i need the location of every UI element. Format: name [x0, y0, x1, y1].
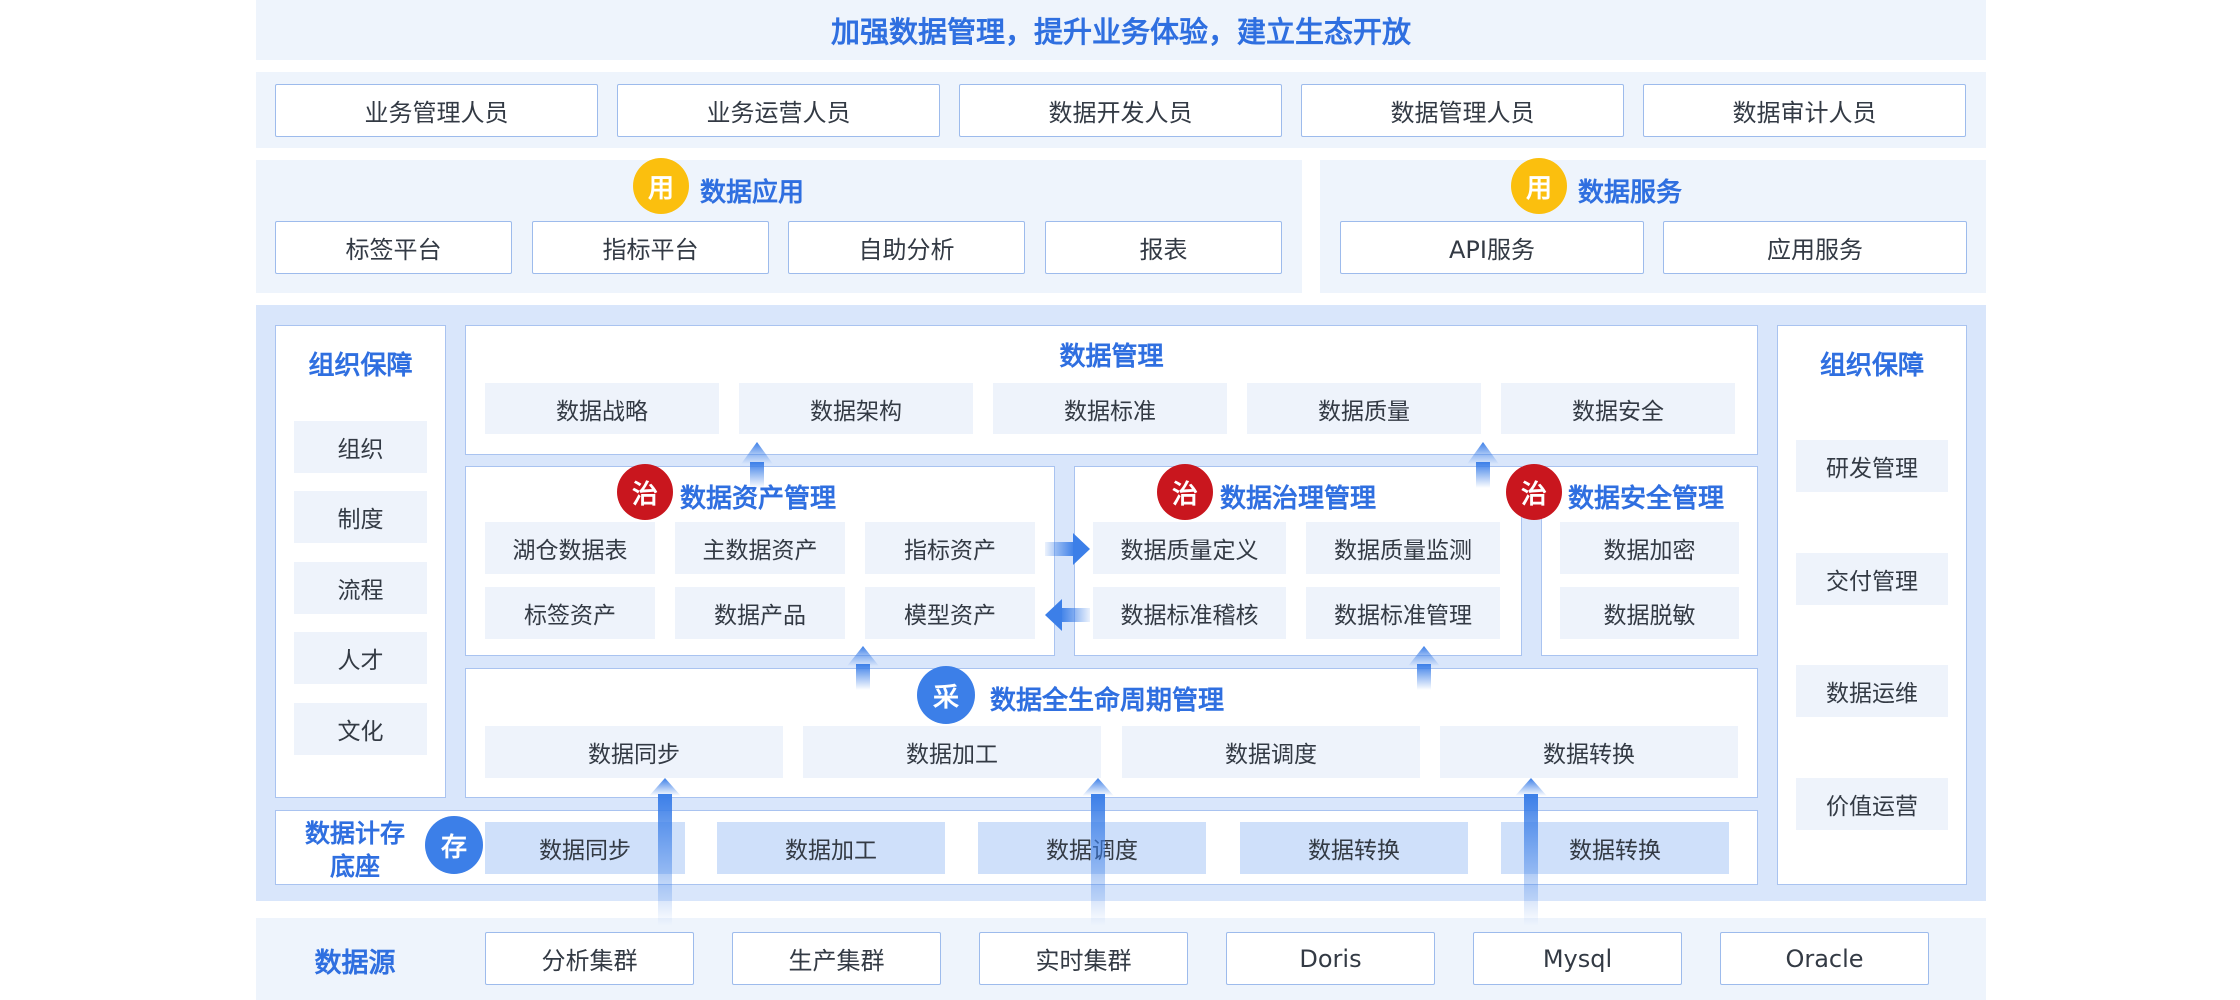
application-badge: 用: [633, 158, 689, 214]
org-right-title: 组织保障: [1819, 350, 1924, 381]
lifecycle-item: 数据同步: [485, 726, 783, 778]
lifecycle-item: 数据调度: [1122, 726, 1420, 778]
top-banner: 加强数据管理，提升业务体验，建立生态开放: [256, 0, 1986, 60]
storage-item: 数据同步: [485, 822, 685, 874]
role-box: 数据管理人员: [1301, 84, 1624, 137]
storage-title-line2: 底座: [329, 852, 380, 881]
lifecycle-item: 数据转换: [1440, 726, 1738, 778]
service-badge: 用: [1511, 158, 1567, 214]
role-box: 业务运营人员: [617, 84, 940, 137]
app-item: 指标平台: [532, 221, 769, 274]
collection-badge: 采: [917, 666, 975, 724]
role-box: 数据审计人员: [1643, 84, 1966, 137]
source-box: 实时集群: [979, 932, 1188, 985]
source-box: Oracle: [1720, 932, 1929, 985]
source-box: Mysql: [1473, 932, 1682, 985]
app-item: 自助分析: [788, 221, 1025, 274]
governance-item: 数据质量监测: [1306, 522, 1500, 574]
org-left-item: 文化: [294, 703, 427, 755]
org-right-item: 价值运营: [1796, 778, 1948, 830]
governance-badge: 治: [1157, 464, 1213, 520]
security-item: 数据脱敏: [1560, 587, 1739, 639]
asset-item: 指标资产: [865, 522, 1035, 574]
app-item: 标签平台: [275, 221, 512, 274]
storage-badge: 存: [425, 816, 483, 874]
asset-governance-badge: 治: [617, 464, 673, 520]
storage-item: 数据转换: [1240, 822, 1468, 874]
data-management-title: 数据管理: [1059, 341, 1164, 372]
security-management-title: 数据安全管理: [1568, 483, 1725, 514]
governance-item: 数据标准稽核: [1093, 587, 1286, 639]
app-item: 报表: [1045, 221, 1282, 274]
org-left-item: 制度: [294, 491, 427, 543]
asset-item: 数据产品: [675, 587, 845, 639]
org-left-item: 流程: [294, 562, 427, 614]
short-up-arrow-icon: [741, 442, 1499, 690]
security-badge: 治: [1506, 464, 1562, 520]
governance-item: 数据标准管理: [1306, 587, 1500, 639]
asset-item: 主数据资产: [675, 522, 845, 574]
data-sources-title: 数据源: [314, 947, 396, 979]
lifecycle-item: 数据加工: [803, 726, 1101, 778]
management-item: 数据质量: [1247, 383, 1481, 434]
service-item: API服务: [1340, 221, 1644, 274]
management-item: 数据战略: [485, 383, 719, 434]
org-left-item: 组织: [294, 421, 427, 473]
long-up-arrow-icon: [649, 778, 1547, 926]
source-box: Doris: [1226, 932, 1435, 985]
data-service-title: 数据服务: [1578, 177, 1683, 208]
role-box: 数据开发人员: [959, 84, 1282, 137]
security-item: 数据加密: [1560, 522, 1739, 574]
governance-item: 数据质量定义: [1093, 522, 1286, 574]
storage-item: 数据加工: [717, 822, 945, 874]
management-item: 数据标准: [993, 383, 1227, 434]
org-left-item: 人才: [294, 632, 427, 684]
lifecycle-title: 数据全生命周期管理: [990, 685, 1225, 716]
org-right-item: 研发管理: [1796, 440, 1948, 492]
management-item: 数据架构: [739, 383, 973, 434]
asset-item: 湖仓数据表: [485, 522, 655, 574]
source-box: 生产集群: [732, 932, 941, 985]
org-left-title: 组织保障: [308, 350, 413, 381]
org-right-item: 交付管理: [1796, 553, 1948, 605]
source-box: 分析集群: [485, 932, 694, 985]
org-right-item: 数据运维: [1796, 665, 1948, 717]
asset-item: 模型资产: [865, 587, 1035, 639]
asset-item: 标签资产: [485, 587, 655, 639]
data-application-title: 数据应用: [700, 177, 805, 208]
storage-item: 数据转换: [1501, 822, 1729, 874]
service-item: 应用服务: [1663, 221, 1967, 274]
asset-management-title: 数据资产管理: [680, 483, 837, 514]
management-item: 数据安全: [1501, 383, 1735, 434]
governance-management-title: 数据治理管理: [1220, 483, 1377, 514]
storage-title-line1: 数据计存: [304, 819, 405, 848]
horizontal-arrow-icon: [1045, 533, 1090, 631]
role-box: 业务管理人员: [275, 84, 598, 137]
